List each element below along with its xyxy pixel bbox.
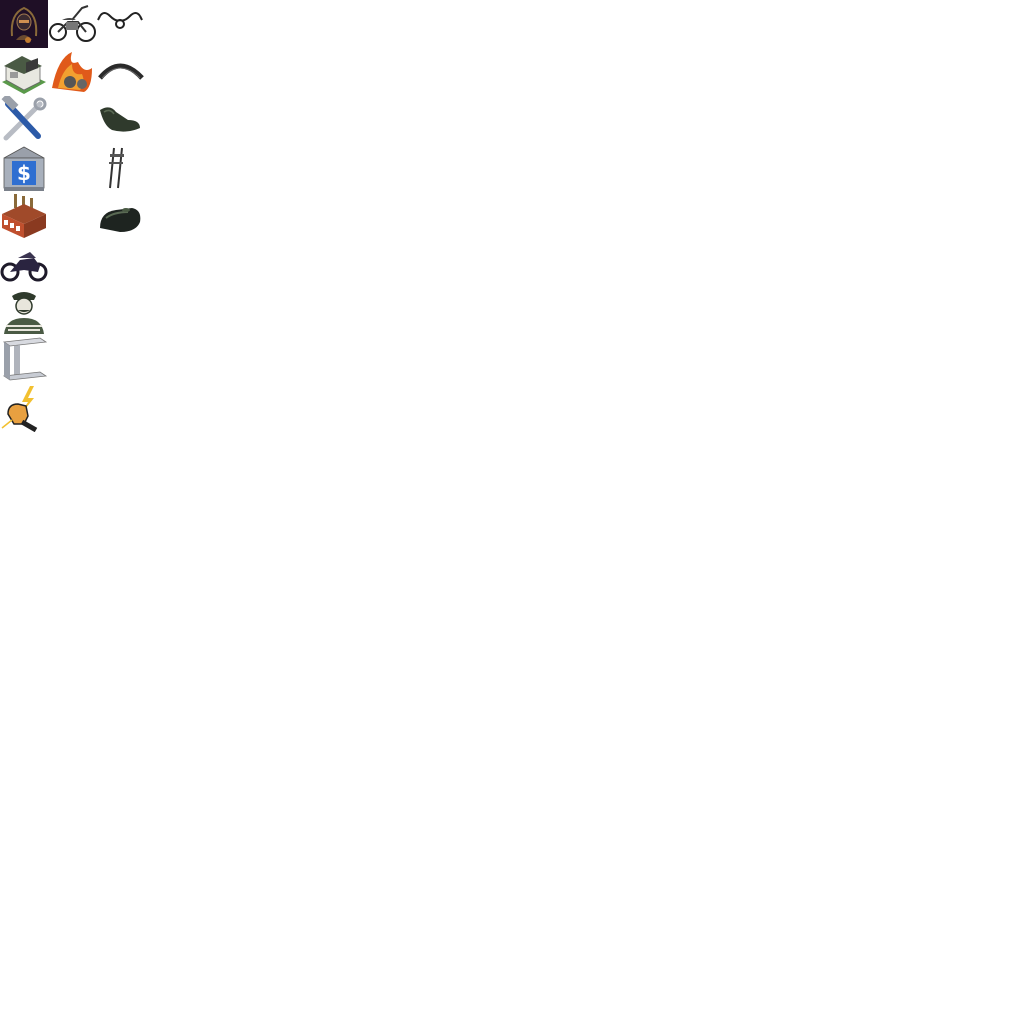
fist-lightning-icon [0, 384, 48, 432]
bank-dollar-icon: $ [0, 144, 48, 192]
front-fork-icon [96, 144, 144, 192]
flaming-engine-icon [48, 48, 96, 96]
fender-icon [96, 48, 144, 96]
svg-text:$: $ [17, 161, 31, 185]
wrench-hammer-tools-icon [0, 96, 48, 144]
sport-motorcycle-icon [0, 240, 48, 288]
worker-portrait-icon [0, 288, 48, 336]
factory-icon [0, 192, 48, 240]
handlebar-icon [96, 0, 144, 48]
steel-i-beam-icon [0, 336, 48, 384]
seat-icon [96, 96, 144, 144]
fuel-tank-icon [96, 192, 144, 240]
dark-biker-portrait-icon [0, 0, 48, 48]
chopper-motorcycle-icon [48, 0, 96, 48]
garage-building-icon [0, 48, 48, 96]
